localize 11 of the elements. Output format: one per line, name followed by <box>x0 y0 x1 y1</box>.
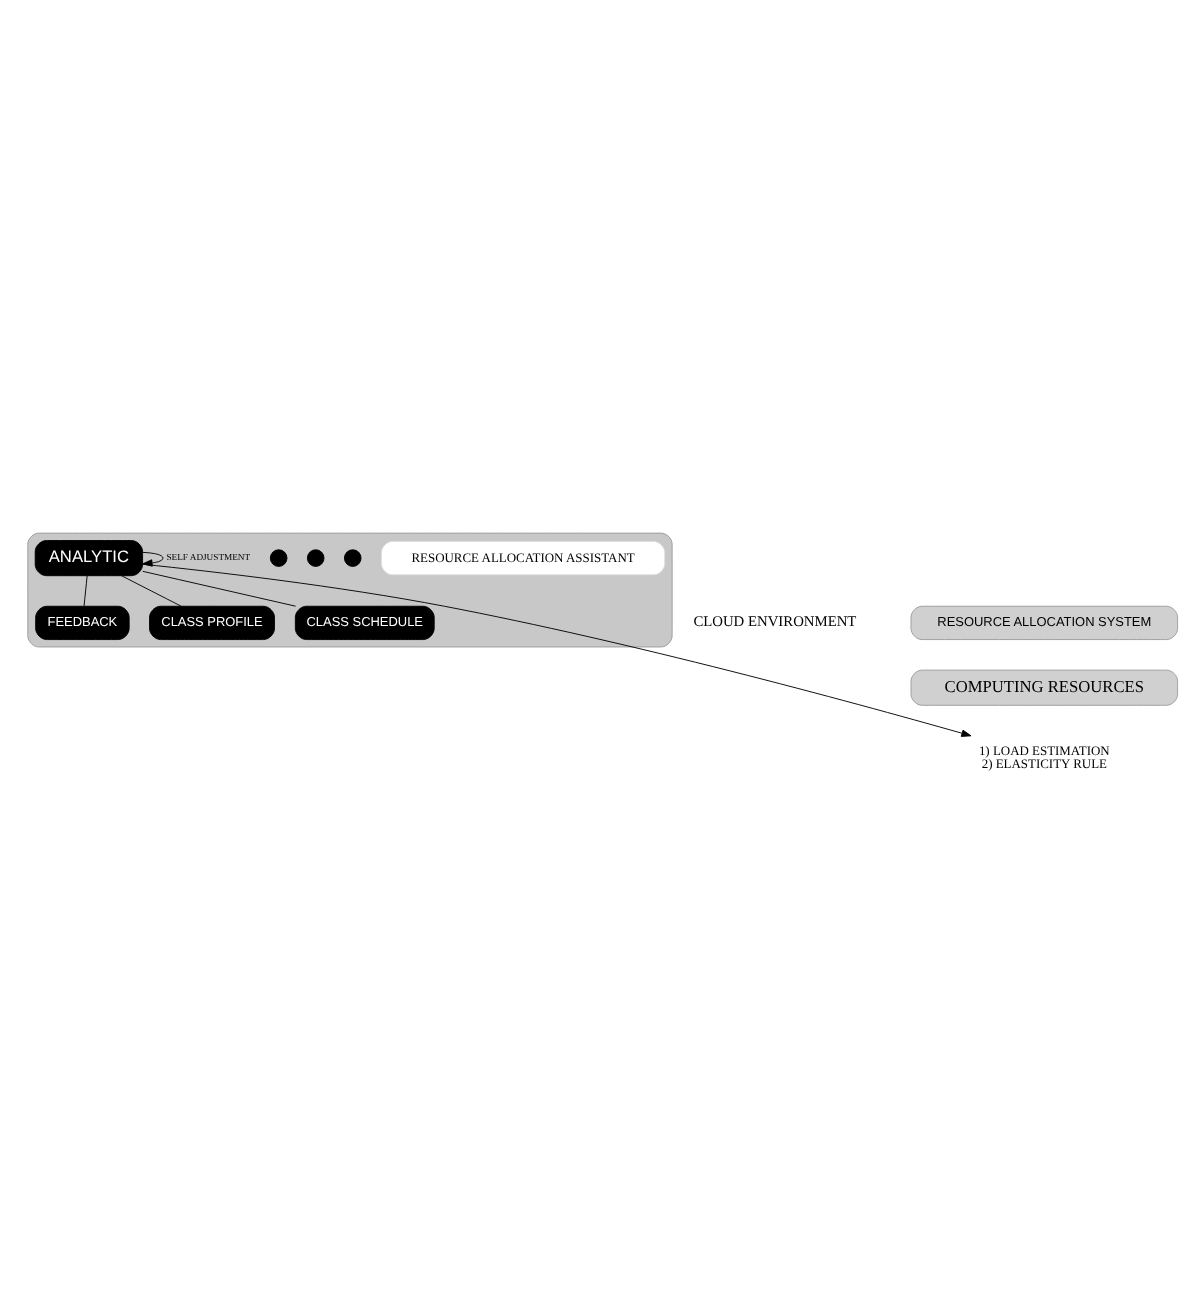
node-box: COMPUTING RESOURCES <box>910 668 1179 705</box>
arrow <box>142 562 972 736</box>
node-box: ANALYTIC <box>34 539 144 576</box>
label: CLOUD ENVIRONMENT <box>693 611 857 630</box>
node-circle <box>343 548 362 566</box>
node-circle <box>269 548 288 566</box>
connector <box>142 569 297 606</box>
node-circle <box>306 548 325 566</box>
cluster <box>27 531 673 647</box>
connector <box>83 574 88 606</box>
connector <box>121 574 182 606</box>
